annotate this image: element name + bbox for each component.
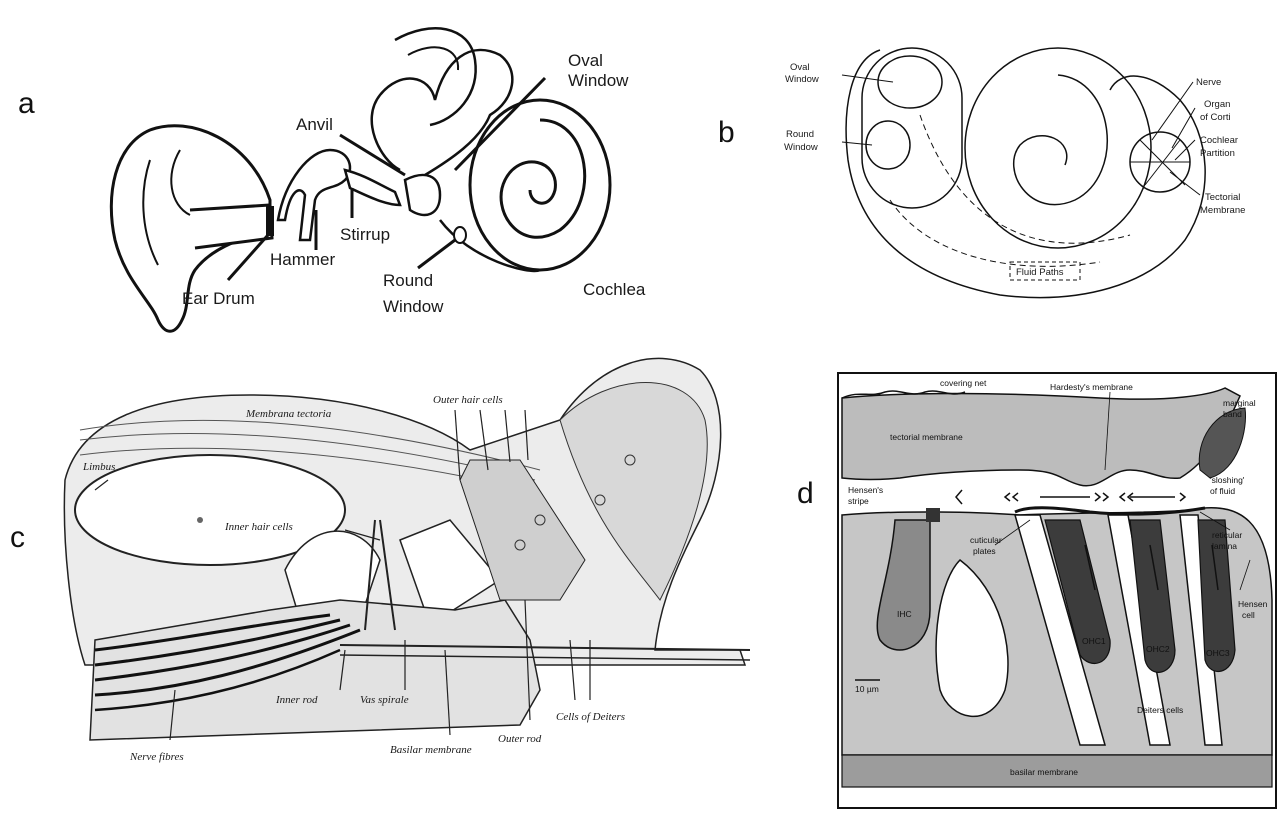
label-basilar-membrane-c: Basilar membrane: [390, 744, 472, 756]
label-nerve: Nerve: [1196, 77, 1221, 88]
cochlea-drawing: [440, 100, 610, 271]
label-cells-of-deiters: Cells of Deiters: [556, 711, 625, 723]
label-cochlea: Cochlea: [583, 280, 646, 299]
vestibule-outline: [862, 48, 962, 208]
label-inner-rod: Inner rod: [275, 694, 318, 706]
label-deiters-cells: Deiters cells: [1137, 705, 1183, 715]
label-ohc1: OHC1: [1082, 636, 1106, 646]
label-scale-bar: 10 µm: [855, 684, 879, 694]
label-membrana-tectoria: Membrana tectoria: [245, 408, 332, 420]
label-inner-hair-cells: Inner hair cells: [224, 521, 293, 533]
label-covering-net: covering net: [940, 378, 987, 388]
panel-d-drawing: [842, 388, 1272, 787]
cochlea-outline: [846, 50, 1205, 298]
semicircular-canals-drawing: [372, 50, 513, 175]
oval-window-shape: [878, 56, 942, 108]
label-limbus: Limbus: [82, 461, 115, 473]
ear-canal-drawing: [190, 205, 272, 248]
label-ohc2: OHC2: [1146, 644, 1170, 654]
label-fluid-paths: Fluid Paths: [1016, 267, 1064, 278]
panel-d: d: [797, 373, 1276, 808]
label-vas-spirale: Vas spirale: [360, 694, 409, 706]
label-hardestys-membrane: Hardesty's membrane: [1050, 382, 1133, 392]
label-outer-rod: Outer rod: [498, 733, 542, 745]
label-ihc: IHC: [897, 609, 912, 619]
label-outer-hair-cells: Outer hair cells: [433, 394, 503, 406]
panel-d-letter: d: [797, 477, 814, 510]
label-ohc3: OHC3: [1206, 648, 1230, 658]
panel-a-letter: a: [18, 87, 35, 120]
label-nerve-fibres: Nerve fibres: [129, 751, 184, 763]
round-window-shape: [866, 121, 910, 169]
label-stirrup: Stirrup: [340, 225, 390, 244]
panel-c-letter: c: [10, 521, 25, 554]
panel-c: c: [10, 358, 750, 763]
label-basilar-membrane-d: basilar membrane: [1010, 767, 1078, 777]
label-ear-drum: Ear Drum: [182, 289, 255, 308]
panel-b-letter: b: [718, 116, 735, 149]
label-tectorial-membrane-d: tectorial membrane: [890, 432, 963, 442]
organ-of-corti-drawing: [64, 358, 750, 740]
label-anvil: Anvil: [296, 115, 333, 134]
label-hammer: Hammer: [270, 250, 336, 269]
